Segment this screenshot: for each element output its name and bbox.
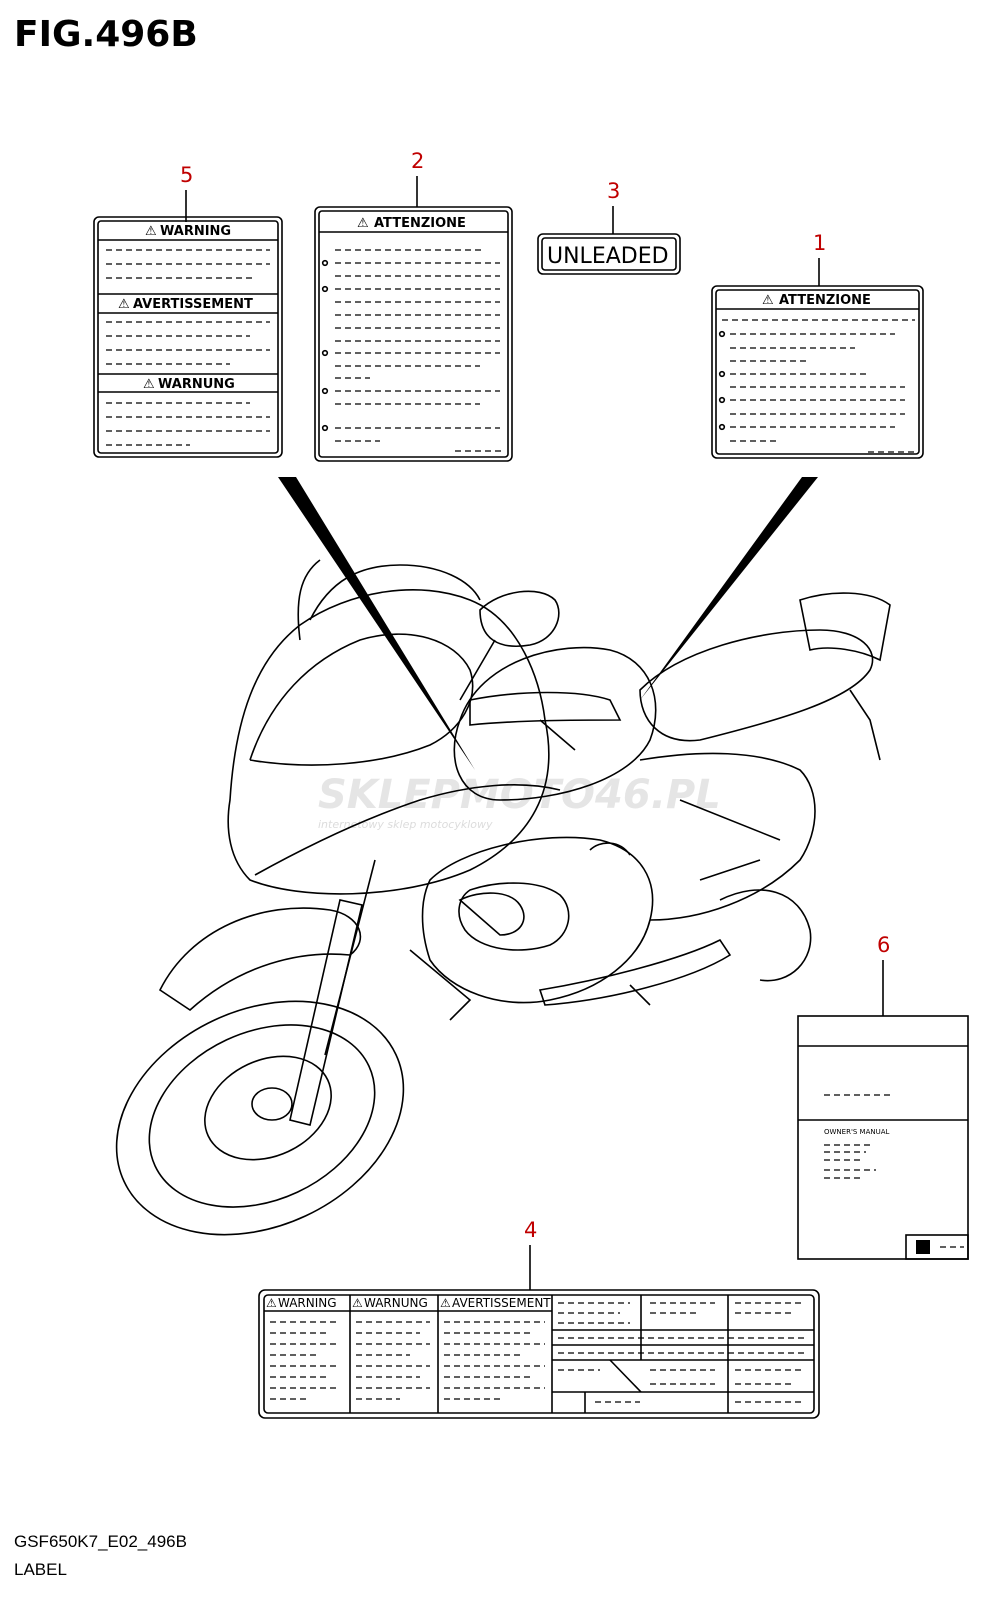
label-header: WARNING [160, 224, 231, 239]
pointer-wedge-left [278, 477, 475, 770]
figure-code: GSF650K7_E02_496B [14, 1532, 187, 1551]
unleaded-text: UNLEADED [547, 244, 669, 269]
warning-icon: ⚠ [352, 1296, 363, 1310]
owners-manual-title: OWNER'S MANUAL [824, 1128, 890, 1136]
label-header: WARNUNG [158, 377, 235, 392]
callout-number: 6 [877, 933, 890, 957]
label-6-owners-manual[interactable]: OWNER'S MANUAL [797, 1015, 969, 1260]
warning-icon: ⚠ [762, 293, 774, 308]
warning-icon: ⚠ [145, 224, 157, 239]
callout-1[interactable]: 1 [813, 231, 826, 286]
label-4-wide-warning[interactable]: ⚠ WARNING ⚠ WARNUNG ⚠ AVERTISSEMENT [258, 1289, 820, 1419]
callout-4[interactable]: 4 [524, 1218, 537, 1290]
watermark: SKLEPMOTO46.PL internetowy sklep motocyk… [318, 772, 721, 831]
callout-5[interactable]: 5 [180, 163, 193, 222]
label-2-attenzione-card[interactable]: ⚠ ATTENZIONE [314, 206, 513, 462]
watermark-tagline: internetowy sklep motocyklowy [318, 818, 493, 831]
callout-number: 4 [524, 1218, 537, 1242]
callout-number: 1 [813, 231, 826, 255]
label-header: ATTENZIONE [779, 293, 871, 308]
figure-label: LABEL [14, 1560, 67, 1579]
label-header: ATTENZIONE [374, 216, 466, 231]
suzuki-logo-icon [916, 1240, 930, 1254]
warning-icon: ⚠ [357, 216, 369, 231]
callout-number: 2 [411, 149, 424, 173]
label-header: AVERTISSEMENT [452, 1296, 551, 1310]
warning-icon: ⚠ [143, 377, 155, 392]
warning-icon: ⚠ [440, 1296, 451, 1310]
callout-number: 5 [180, 163, 193, 187]
label-1-attenzione-card[interactable]: ⚠ ATTENZIONE [711, 285, 924, 459]
callout-2[interactable]: 2 [411, 149, 424, 207]
label-header: WARNING [278, 1296, 337, 1310]
label-3-unleaded[interactable]: UNLEADED [537, 233, 681, 275]
label-header: WARNUNG [364, 1296, 428, 1310]
watermark-brand: SKLEPMOTO46.PL [318, 772, 721, 818]
motorcycle-illustration [115, 559, 891, 1236]
pointer-wedge-right [640, 477, 818, 700]
callout-3[interactable]: 3 [607, 179, 620, 234]
warning-icon: ⚠ [266, 1296, 277, 1310]
warning-icon: ⚠ [118, 297, 130, 312]
figure-title: FIG.496B [14, 14, 198, 55]
callout-6[interactable]: 6 [877, 933, 890, 1016]
label-5-warning-card[interactable]: ⚠ WARNING ⚠ AVERTISSEMENT ⚠ WARNUNG [93, 216, 283, 458]
callout-number: 3 [607, 179, 620, 203]
label-header: AVERTISSEMENT [133, 297, 253, 312]
